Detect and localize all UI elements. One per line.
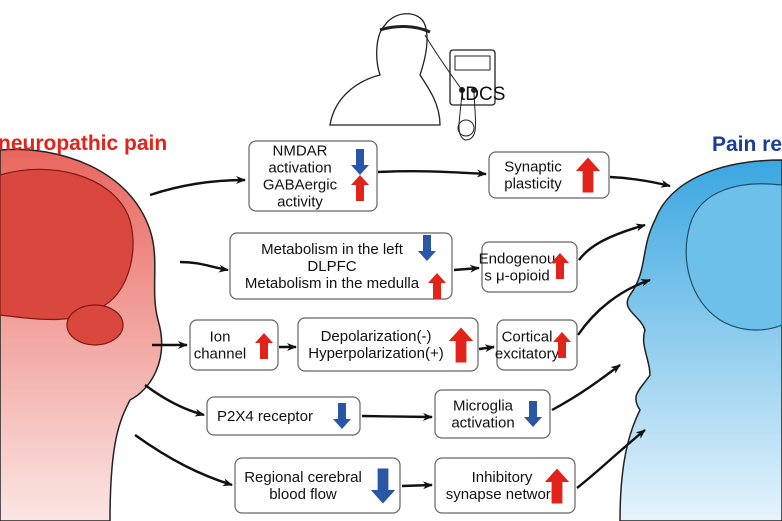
left-brain [0, 168, 134, 321]
box-text: GABAergic [263, 177, 338, 194]
left-head-silhouette [0, 148, 163, 521]
box-text: activity [277, 194, 323, 211]
tdcs-label: tDCS [460, 84, 505, 105]
box-text: Depolarization(-) [321, 328, 432, 345]
increase-arrow-icon [575, 157, 601, 193]
box-frame [229, 232, 453, 300]
box-text: DLPFC [307, 258, 356, 275]
box-text: Ion [210, 329, 231, 346]
box-text: NMDAR [273, 143, 328, 160]
box-text: excitatory [495, 346, 560, 363]
box-frame [248, 140, 378, 212]
box-frame [496, 319, 578, 371]
increase-arrow-icon [428, 273, 446, 299]
right-brain [685, 183, 782, 331]
right-head-silhouette [619, 159, 782, 521]
box-text: channel [194, 346, 247, 363]
box-frame [206, 396, 361, 436]
decrease-arrow-icon [370, 468, 396, 504]
box-text: plasticity [504, 176, 562, 193]
box-text: synapse network [446, 486, 559, 503]
box-text: P2X4 receptor [217, 408, 313, 425]
connector-arrows [134, 169, 671, 490]
box-text: Hyperpolarization(+) [308, 345, 443, 362]
increase-arrow-icon [544, 468, 570, 504]
box-text: activation [451, 415, 514, 432]
box-text: Cortical [502, 329, 553, 346]
box-frame [481, 241, 578, 293]
decrease-arrow-icon [524, 401, 542, 427]
box-text: blood flow [269, 486, 337, 503]
mechanism-box: P2X4 receptor [206, 396, 361, 436]
increase-arrow-icon [255, 333, 273, 359]
box-text: activation [268, 160, 331, 177]
box-text: Microglia [453, 398, 514, 415]
increase-arrow-icon [551, 253, 569, 279]
tdcs-illustration [329, 13, 496, 141]
box-frame [234, 457, 401, 514]
box-text: Regional cerebral [244, 469, 362, 486]
box-text: Metabolism in the medulla [245, 275, 420, 292]
increase-arrow-icon [351, 175, 369, 201]
increase-arrow-icon [448, 327, 474, 363]
right-title: Pain relief [712, 133, 782, 156]
box-frame [297, 317, 479, 372]
box-frame [434, 457, 576, 514]
box-text: Endogenou [479, 251, 556, 268]
box-frame [189, 319, 279, 371]
box-frame [434, 389, 551, 439]
left-title: neuropathic pain [0, 132, 167, 155]
decrease-arrow-icon [351, 149, 369, 175]
decrease-arrow-icon [333, 403, 351, 429]
box-text: Metabolism in the left [261, 241, 404, 258]
increase-arrow-icon [553, 332, 571, 358]
decrease-arrow-icon [418, 235, 436, 261]
box-frame [488, 151, 610, 199]
box-text: Inhibitory [472, 469, 533, 486]
box-text: Synaptic [504, 159, 562, 176]
box-text: s μ-opioid [484, 268, 549, 285]
left-cerebellum [66, 304, 124, 346]
mechanism-box: Depolarization(-)Hyperpolarization(+) [297, 317, 479, 372]
